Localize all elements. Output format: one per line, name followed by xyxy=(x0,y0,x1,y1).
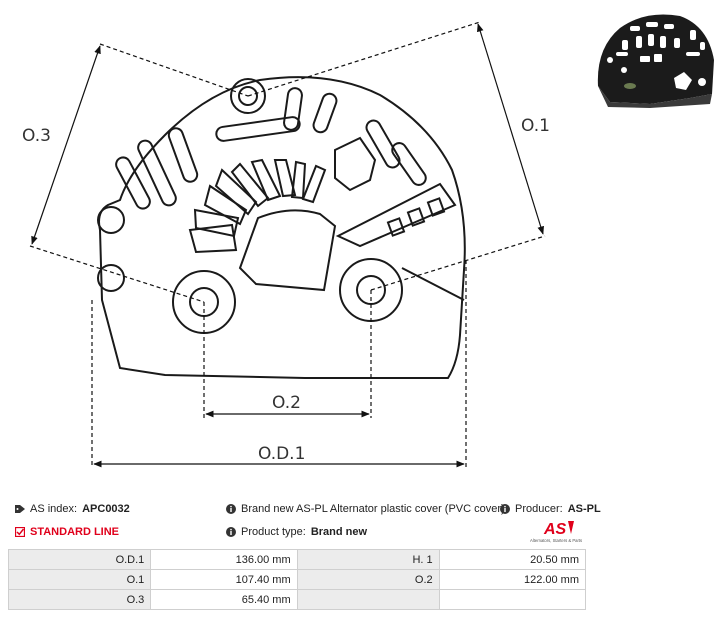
center-ribs xyxy=(188,158,327,254)
as-index-label: AS index: xyxy=(30,503,78,515)
spec-label: O.D.1 xyxy=(7,549,152,570)
dim-label-o1: O.1 xyxy=(521,116,550,136)
product-type-value: Brand new xyxy=(310,526,368,538)
producer-label: Producer: xyxy=(515,503,563,515)
producer-row: Producer: AS-PL xyxy=(500,503,601,515)
info-icon xyxy=(226,504,236,514)
spec-table: O.D.1 136.00 mm H. 1 20.50 mm O.1 107.40… xyxy=(7,549,587,610)
info-icon xyxy=(226,527,236,537)
technical-drawing: O.3 O.1 O.2 O.D.1 xyxy=(22,21,550,468)
as-pl-logo: AS Alternators, Starters & Parts xyxy=(530,521,582,543)
spec-label xyxy=(296,589,440,610)
spec-label: O.1 xyxy=(7,569,152,590)
checkbox-icon xyxy=(15,527,25,537)
as-index-row: AS index: APC0032 xyxy=(15,503,130,515)
cover-outline xyxy=(97,76,466,379)
dim-label-o2: O.2 xyxy=(272,393,301,413)
spec-label: H. 1 xyxy=(296,549,440,570)
spec-value: 136.00 mm xyxy=(150,549,298,570)
table-row: O.D.1 136.00 mm H. 1 20.50 mm xyxy=(7,549,587,570)
product-photo xyxy=(597,14,714,108)
spec-value: 122.00 mm xyxy=(438,569,587,590)
as-index-value: APC0032 xyxy=(82,503,130,515)
product-description: Brand new AS-PL Alternator plastic cover… xyxy=(241,503,505,515)
spec-label: O.2 xyxy=(296,569,440,590)
svg-text:Alternators, Starters & Parts: Alternators, Starters & Parts xyxy=(530,538,582,543)
dim-label-od1: O.D.1 xyxy=(258,444,305,464)
spec-value xyxy=(438,589,587,610)
info-icon xyxy=(500,504,510,514)
description-row: Brand new AS-PL Alternator plastic cover… xyxy=(226,503,505,515)
tag-icon xyxy=(15,505,25,513)
dim-label-o3: O.3 xyxy=(22,126,51,146)
producer-value: AS-PL xyxy=(567,503,601,515)
standard-line-row: STANDARD LINE xyxy=(15,526,119,538)
spec-value: 107.40 mm xyxy=(150,569,298,590)
spec-value: 65.40 mm xyxy=(150,589,298,610)
standard-line-label: STANDARD LINE xyxy=(30,526,120,538)
product-type-row: Product type: Brand new xyxy=(226,526,367,538)
dimension-lines xyxy=(29,21,546,468)
spec-value: 20.50 mm xyxy=(438,549,587,570)
table-row: O.3 65.40 mm xyxy=(7,589,587,610)
product-type-label: Product type: xyxy=(241,526,306,538)
svg-text:AS: AS xyxy=(543,521,567,538)
spec-label: O.3 xyxy=(7,589,152,610)
table-row: O.1 107.40 mm O.2 122.00 mm xyxy=(7,569,587,590)
